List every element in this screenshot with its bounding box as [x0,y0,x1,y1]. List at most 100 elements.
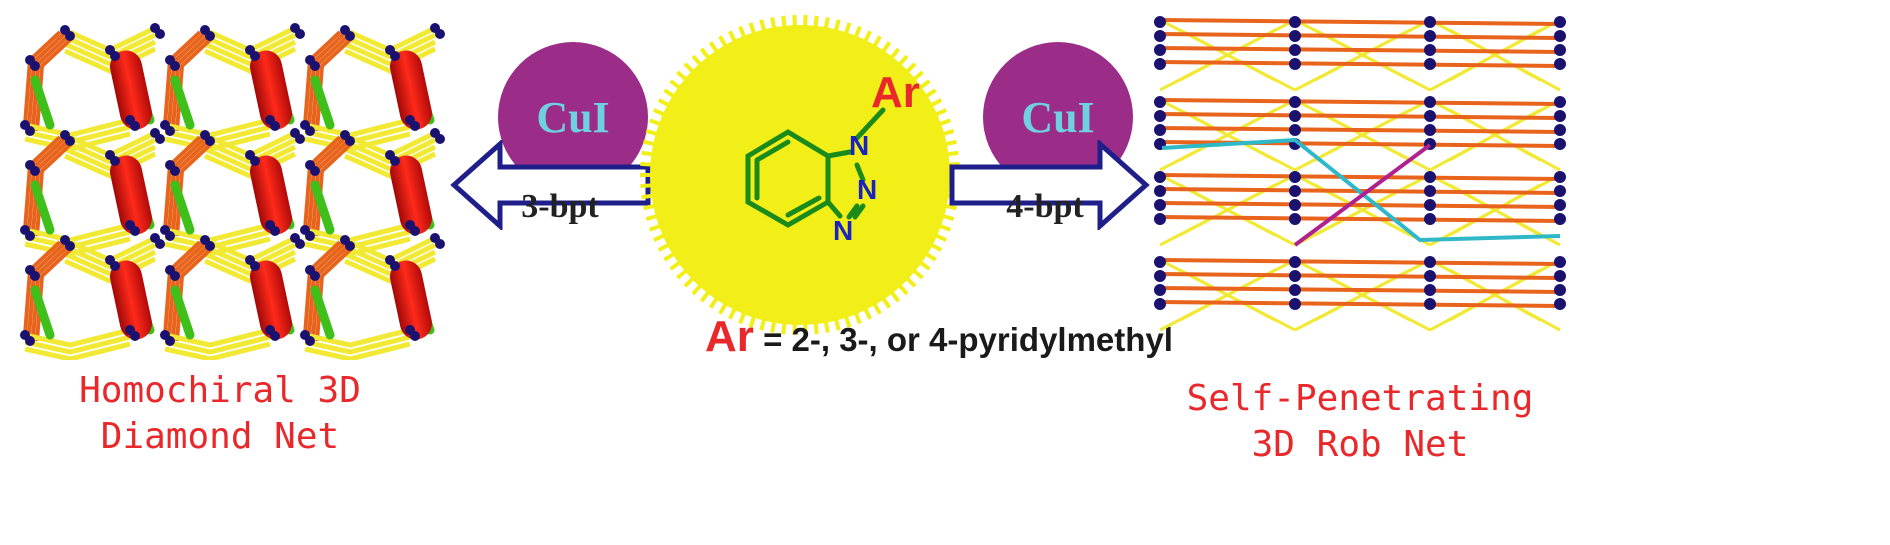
net-node [1554,213,1566,225]
net-node [1424,284,1436,296]
net-node [155,134,165,144]
net-node [1289,96,1301,108]
net-node [1154,270,1166,282]
rod-green [30,75,55,130]
net-node [270,331,280,341]
rod-yellow [1179,183,1276,237]
rod-yellow [203,144,297,172]
net-node [295,239,305,249]
rob-magenta-link [1293,143,1432,247]
net-node [1154,256,1166,268]
net-node [130,331,140,341]
net-node [110,51,120,61]
rod-orange [315,36,354,132]
rob-cyan-link [1161,137,1561,243]
net-node [310,166,320,176]
rod-orange [1159,18,1561,26]
net-node [1424,124,1436,136]
net-node [1424,58,1436,70]
net-node [250,261,260,271]
net-node [1424,16,1436,28]
net-node [295,29,305,39]
net-node [1154,110,1166,122]
n2-label: N [857,174,877,205]
rod-orange [1159,215,1561,223]
net-node [205,136,215,146]
substituent-definition: Ar = 2-, 3-, or 4-pyridylmethyl [705,312,1173,362]
net-node [1554,16,1566,28]
red-helix-cylinder [250,260,292,340]
net-node [1554,110,1566,122]
red-helix-cylinder [110,50,152,130]
sun-disc [650,25,950,325]
diamond-net-caption-line1: Homochiral 3D [79,370,361,411]
rod-yellow [63,137,157,165]
net-node [1554,185,1566,197]
net-node [25,126,35,136]
net-node [1554,44,1566,56]
rod-yellow [304,341,411,360]
definition-ar-symbol: Ar [705,312,754,361]
rod-yellow [203,256,297,284]
net-node [1554,284,1566,296]
rod-yellow [343,46,437,74]
net-node [1154,213,1166,225]
n1-label: N [849,130,869,161]
net-node [1554,270,1566,282]
right-ligand-label: 4-bpt [1006,188,1084,225]
rod-yellow [203,32,297,60]
net-node [110,261,120,271]
rod-green [170,285,195,340]
net-node [165,126,175,136]
net-node [345,136,355,146]
net-node [1424,256,1436,268]
net-node [65,241,75,251]
net-node [1289,58,1301,70]
net-node [170,166,180,176]
net-node [1554,58,1566,70]
net-node [25,336,35,346]
rod-yellow [343,249,437,277]
net-node [1554,138,1566,150]
net-node [25,231,35,241]
net-node [1154,58,1166,70]
net-node [130,121,140,131]
net-node [1289,124,1301,136]
net-node [1154,171,1166,183]
net-node [30,166,40,176]
rod-green [310,285,335,340]
net-node [305,126,315,136]
rod-orange [175,36,214,132]
red-helix-cylinder [390,155,432,235]
net-node [1424,44,1436,56]
rod-orange [35,246,74,342]
net-node [1154,96,1166,108]
red-helix-cylinder [390,260,432,340]
net-node [410,226,420,236]
net-node [130,226,140,236]
rod-yellow [63,32,157,60]
net-node [1154,284,1166,296]
rod-yellow [343,144,437,172]
net-node [1554,30,1566,42]
net-node [1554,171,1566,183]
net-node [65,31,75,41]
net-node [1289,171,1301,183]
net-node [1154,30,1166,42]
left-ligand-label: 3-bpt [521,188,599,225]
net-node [165,336,175,346]
net-node [30,271,40,281]
net-node [1554,256,1566,268]
rod-orange [1159,60,1561,68]
rod-orange [1159,201,1561,209]
rod-yellow [164,334,271,355]
rod-yellow [24,334,131,355]
rod-yellow [203,137,297,165]
diamond-net-caption: Homochiral 3D Diamond Net [40,368,400,460]
rod-yellow [343,242,437,270]
net-node [1424,213,1436,225]
net-node [1154,124,1166,136]
rod-yellow [63,46,157,74]
diamond-net-illustration [20,23,445,360]
net-node [110,156,120,166]
